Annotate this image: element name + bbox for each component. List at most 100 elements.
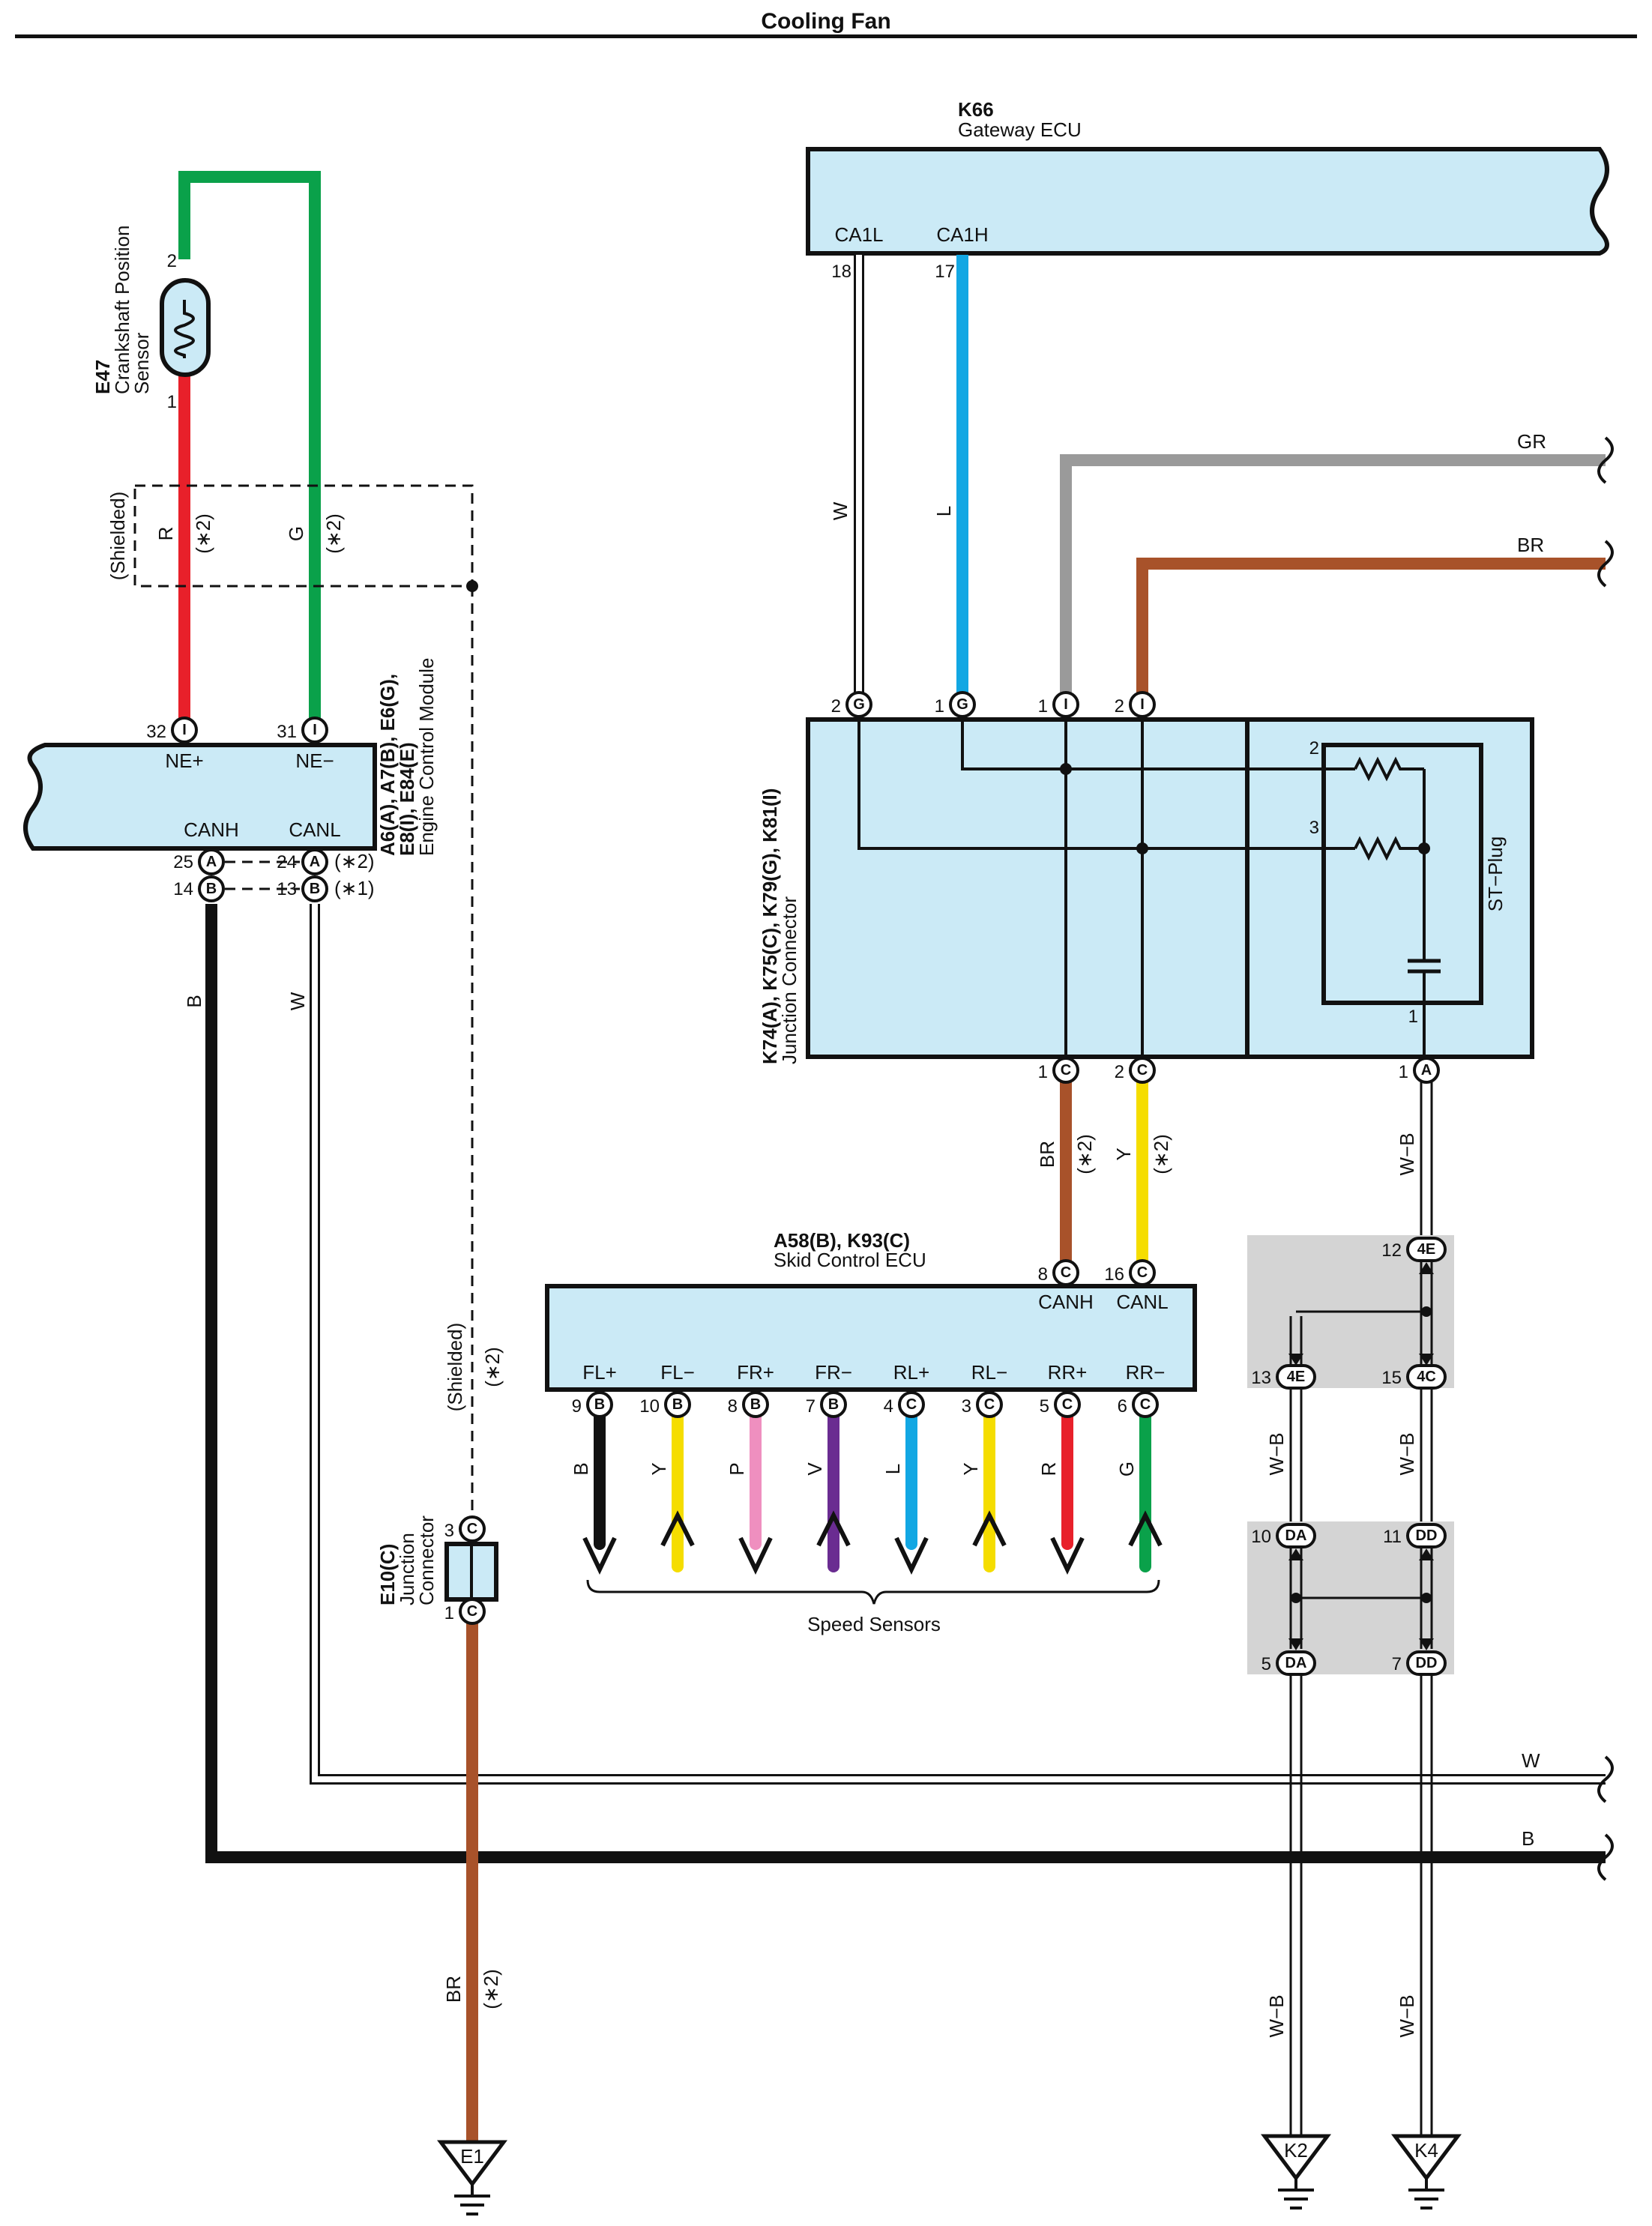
arrow-down-icon [1419, 1354, 1434, 1366]
skid-pin-5: 5 [1040, 1396, 1049, 1417]
skid-pin-label-canh: CANH [1038, 1291, 1094, 1313]
ecm-code-line1: A6(A), A7(B), E6(G), [376, 674, 399, 856]
svg-text:C: C [906, 1396, 917, 1413]
ecm-pin-25: 25 [173, 852, 193, 872]
junction-bottom-pins: C C A [1052, 1057, 1440, 1084]
wire-label-g: G [285, 526, 307, 541]
e10-pin-1 [459, 1598, 486, 1625]
gateway-pin-17: 17 [935, 262, 955, 282]
gateway-code: K66 [958, 98, 994, 121]
svg-text:G: G [853, 696, 865, 713]
gateway-pin-18: 18 [831, 262, 851, 282]
joint-4e-top [1406, 1237, 1447, 1262]
st-plug-box [1321, 743, 1483, 1005]
skid-pin-label-fl-minus: FL− [660, 1361, 695, 1384]
skid-pin-label-rl-plus: RL+ [893, 1361, 929, 1384]
skid-pin-3: 3 [962, 1396, 971, 1417]
junction-bottom-pin-2: 2 [1115, 1062, 1124, 1082]
joint-4e-bottom-label: 4E [1287, 1369, 1305, 1385]
svg-text:C: C [984, 1396, 995, 1413]
speed-sensor-arrows [582, 1510, 1163, 1575]
wire-w-b-group [1289, 1079, 1433, 2136]
wire-label-ss-b: B [570, 1462, 592, 1475]
wire-label-wb-1: W−B [1396, 1132, 1418, 1175]
sensor-code: E47 [91, 360, 114, 394]
gateway-pin-label-ca1l: CA1L [834, 223, 883, 246]
ecm-pin-31: 31 [277, 722, 297, 742]
skid-pin-8: 8 [1038, 1264, 1048, 1285]
wire-note-r: (∗2) [192, 513, 214, 554]
wire-gr [1060, 454, 1606, 697]
ecm-pin-13: 13 [277, 879, 297, 899]
e10-shield-note: (∗2) [481, 1347, 504, 1387]
svg-text:I: I [1140, 696, 1145, 713]
joint-upper-wiring [1289, 1259, 1433, 1364]
junction-top-pin-1b: 1 [1038, 696, 1048, 717]
capacitor-icon [1408, 959, 1441, 974]
junction-dot [1060, 763, 1072, 775]
joint-da-bottom [1276, 1650, 1316, 1676]
skid-pin-label-rr-plus: RR+ [1048, 1361, 1088, 1384]
skid-pin-label-rl-minus: RL− [971, 1361, 1007, 1384]
joint-4c [1406, 1364, 1447, 1390]
speed-sensors-label: Speed Sensors [807, 1613, 941, 1635]
wire-label-br-ground: BR [442, 1976, 465, 2003]
junction-top-pin-2a: 2 [831, 696, 841, 717]
wire-label-w-right: W [1522, 1749, 1540, 1772]
wire-br-top [1136, 558, 1606, 697]
crankshaft-sensor-body [160, 278, 211, 377]
skid-pin-label-rr-minus: RR− [1126, 1361, 1166, 1384]
joint-pin-11: 11 [1383, 1527, 1402, 1547]
arrow-down-icon [1288, 1354, 1303, 1366]
ground-k2-label: K2 [1284, 2139, 1308, 2162]
wire-label-l: L [932, 506, 955, 516]
junction-bottom-pin-1a: 1 [1038, 1062, 1048, 1082]
arrow-down-icon [738, 1536, 773, 1575]
joint-dd-top-label: DD [1416, 1527, 1438, 1544]
e10-pin-3-letter: C [467, 1521, 477, 1537]
joint-dd-top [1406, 1523, 1447, 1548]
wire-label-br-can: BR [1036, 1141, 1058, 1168]
svg-text:C: C [1061, 1062, 1071, 1079]
joint-dd-bottom-label: DD [1416, 1655, 1438, 1671]
junction-bottom-pin-1b: 1 [1399, 1062, 1408, 1082]
svg-text:B: B [672, 1396, 683, 1413]
joint-dot [1421, 1593, 1432, 1603]
ecm-note-2: (∗2) [334, 850, 375, 872]
sensor-name-line1: Crankshaft Position [111, 226, 133, 394]
speed-sensor-brace [586, 1579, 1160, 1605]
arrow-down-icon [582, 1536, 617, 1575]
e10-pin-3 [459, 1515, 486, 1542]
wire-label-wb-2: W−B [1265, 1432, 1288, 1475]
wire-label-ss-p: P [726, 1462, 748, 1475]
ecm-pin-32: 32 [146, 722, 166, 742]
svg-text:I: I [313, 722, 317, 738]
svg-text:A: A [310, 854, 320, 870]
svg-text:B: B [594, 1396, 605, 1413]
skid-pin-16: 16 [1104, 1264, 1124, 1285]
wire-b-main [205, 904, 1606, 1863]
sensor-pin-2: 2 [167, 251, 177, 271]
arrow-up-icon [660, 1510, 695, 1547]
arrow-down-icon [1050, 1536, 1085, 1575]
sensor-name-line2: Sensor [130, 332, 153, 394]
ecm-pin-24: 24 [277, 852, 297, 872]
joint-pin-13: 13 [1251, 1368, 1271, 1388]
ecm-name: Engine Control Module [415, 658, 438, 857]
junction-label: K74(A), K75(C), K79(G), K81(I) Junction … [759, 788, 801, 1064]
arrow-down-icon [1288, 1638, 1303, 1650]
e10-name-line1: Junction [396, 1533, 418, 1605]
skid-code: A58(B), K93(C) [774, 1229, 910, 1252]
wire-label-y-can: Y [1112, 1147, 1135, 1160]
joint-4c-label: 4C [1417, 1369, 1436, 1385]
skid-ecu-box [545, 1284, 1197, 1392]
inner-num-3: 3 [1309, 818, 1319, 838]
wire-label-b-right: B [1522, 1827, 1534, 1850]
inner-num-2: 2 [1309, 738, 1319, 758]
skid-pin-4: 4 [884, 1396, 893, 1417]
joint-da-bottom-label: DA [1285, 1655, 1307, 1671]
svg-text:C: C [1061, 1264, 1071, 1281]
gateway-ecu-box [806, 147, 1609, 256]
arrow-up-icon [972, 1510, 1007, 1547]
